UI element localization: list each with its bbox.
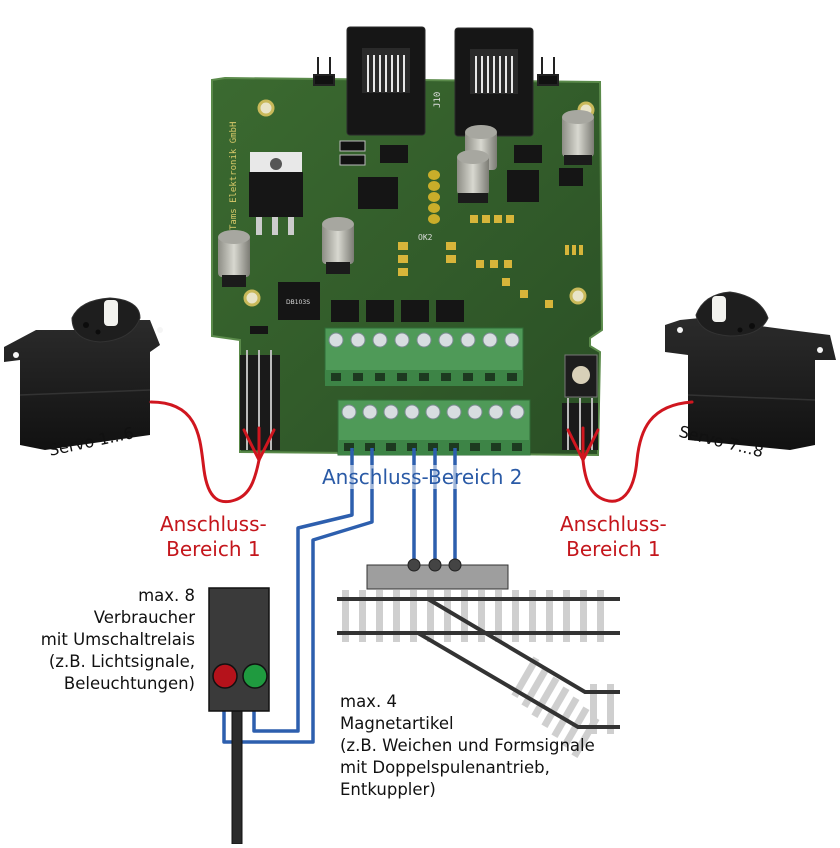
controller-board: Tams Elektronik GmbH J10 [211, 26, 604, 457]
resistors [339, 140, 366, 166]
magnet-line: (z.B. Weichen und Formsignale [340, 736, 595, 755]
track-sleeper [551, 696, 580, 739]
consumers-line: max. 8 [138, 586, 195, 605]
bridge-rectifier [278, 282, 320, 320]
consumers-line: Verbraucher [93, 608, 195, 627]
area1-right-line1: Anschluss- [560, 512, 667, 536]
ics [250, 145, 583, 334]
track-sleeper [546, 590, 553, 642]
track-sleeper [444, 590, 451, 642]
rj-jack-left [346, 26, 426, 136]
area1-right-line2: Bereich 1 [566, 537, 661, 561]
maker-silkscreen: Tams Elektronik GmbH [229, 122, 239, 230]
consumers-line: Beleuchtungen) [63, 674, 195, 693]
magnet-articles-label: max. 4 Magnetartikel (z.B. Weichen und F… [340, 691, 595, 801]
track-sleepers [342, 590, 614, 759]
track-sleeper [607, 684, 614, 734]
jumper-pads [428, 170, 440, 224]
push-button [564, 354, 598, 398]
consumers-line: mit Umschaltrelais [40, 630, 195, 649]
voltage-regulator [249, 152, 303, 235]
red-lamp [212, 663, 238, 689]
track-sleeper [541, 686, 570, 729]
track-sleeper [563, 590, 570, 642]
track-sleeper [512, 590, 519, 642]
track-sleeper [410, 590, 417, 642]
area2-label: Anschluss-Bereich 2 [322, 465, 523, 489]
terminal-block-upper [324, 327, 524, 386]
point-motor-terminals [407, 558, 462, 572]
servo-right [665, 291, 836, 450]
pin-header-top-left [313, 57, 335, 86]
servo-wire-right [566, 400, 694, 503]
area1-left-label: Anschluss- Bereich 1 [160, 512, 267, 562]
track-sleeper [597, 590, 604, 642]
magnet-line: max. 4 [340, 692, 397, 711]
track-sleeper [427, 590, 434, 642]
area1-left-line1: Anschluss- [160, 512, 267, 536]
signal-mast [231, 710, 243, 845]
track-sleeper [376, 590, 383, 642]
track-sleeper [580, 590, 587, 642]
magnet-line: Magnetartikel [340, 714, 454, 733]
light-signal [208, 587, 270, 845]
capacitors [218, 110, 594, 287]
bridge-label: DB103S [286, 299, 310, 306]
area1-right-label: Anschluss- Bereich 1 [560, 512, 667, 562]
consumers-line: (z.B. Lichtsignale, [48, 652, 195, 671]
ok2-label: OK2 [418, 233, 433, 242]
track-sleeper [359, 590, 366, 642]
terminal-screws-upper [328, 332, 520, 348]
rj-jack-right [454, 27, 534, 137]
track-sleeper [511, 656, 540, 699]
connector-label: J10 [433, 92, 443, 108]
servo-left [4, 297, 163, 450]
track-sleeper [393, 590, 400, 642]
mounting-holes [243, 99, 595, 307]
track-sleeper [478, 590, 485, 642]
track-sleeper [531, 676, 560, 719]
track-sleeper [495, 590, 502, 642]
terminal-screws-lower [341, 404, 525, 420]
signal-head [208, 587, 270, 712]
area1-left-line2: Bereich 1 [166, 537, 261, 561]
track-sleeper [342, 590, 349, 642]
track-sleeper [461, 590, 468, 642]
green-lamp [242, 663, 268, 689]
pin-header-top-right [537, 57, 559, 86]
rails [337, 597, 620, 729]
magnet-line: mit Doppelspulenantrieb, [340, 758, 550, 777]
magnet-line: Entkuppler) [340, 780, 436, 799]
track-sleeper [529, 590, 536, 642]
turnout-track [337, 558, 620, 759]
terminal-block-lower [337, 399, 531, 456]
track-sleeper [590, 684, 597, 734]
servo-wire-left [149, 400, 276, 504]
smd-pads [398, 215, 583, 308]
consumers-label: max. 8 Verbraucher mit Umschaltrelais (z… [0, 585, 195, 695]
